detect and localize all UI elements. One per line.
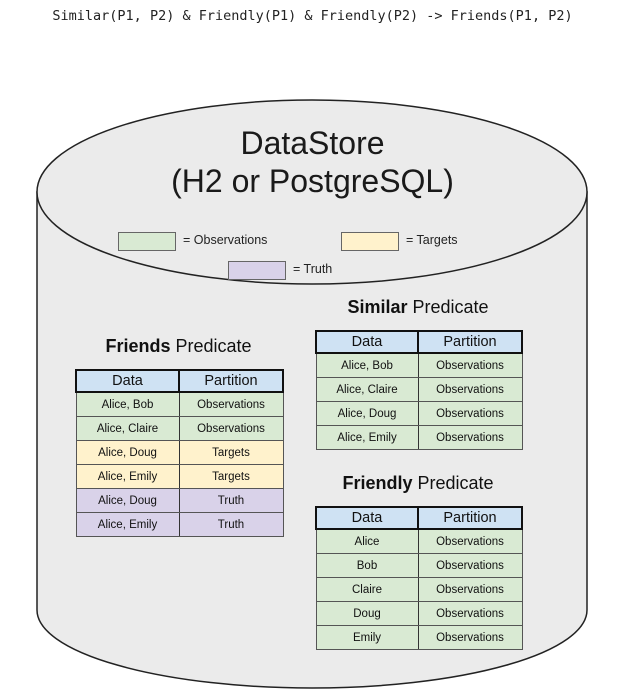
table-header-row: Data Partition [315, 506, 523, 530]
cell-data: Emily [315, 625, 419, 650]
similar-predicate-suffix: Predicate [407, 297, 489, 317]
cell-partition: Observations [417, 528, 523, 554]
friendly-predicate-name: Friendly [342, 473, 413, 493]
friends-predicate-title: Friends Predicate [75, 336, 282, 357]
cell-data: Claire [315, 577, 419, 602]
legend-label-targets: = Targets [406, 233, 458, 247]
column-header-data: Data [75, 369, 180, 393]
cell-data: Alice, Doug [315, 401, 419, 426]
datastore-subtitle: (H2 or PostgreSQL) [171, 163, 454, 199]
friendly-predicate-suffix: Predicate [412, 473, 494, 493]
cell-data: Alice, Emily [75, 512, 180, 537]
similar-predicate-title: Similar Predicate [315, 297, 521, 318]
similar-predicate-name: Similar [347, 297, 408, 317]
column-header-data: Data [315, 506, 419, 530]
cell-partition: Observations [178, 416, 284, 441]
table-header-row: Data Partition [75, 369, 284, 393]
legend-swatch-targets [341, 232, 399, 251]
cell-data: Alice [315, 528, 419, 554]
cell-partition: Observations [417, 401, 523, 426]
cell-data: Alice, Emily [75, 464, 180, 489]
cell-partition: Observations [178, 391, 284, 417]
cell-data: Alice, Emily [315, 425, 419, 450]
rule-text: Similar(P1, P2) & Friendly(P1) & Friendl… [52, 8, 573, 24]
cell-partition: Observations [417, 601, 523, 626]
legend-swatch-observations [118, 232, 176, 251]
cell-partition: Targets [178, 440, 284, 465]
cell-partition: Observations [417, 377, 523, 402]
column-header-partition: Partition [417, 330, 523, 354]
cell-data: Alice, Claire [315, 377, 419, 402]
legend-label-truth: = Truth [293, 262, 333, 276]
cell-data: Alice, Bob [315, 352, 419, 378]
cell-data: Alice, Doug [75, 440, 180, 465]
friendly-predicate-title: Friendly Predicate [315, 473, 521, 494]
cell-data: Bob [315, 553, 419, 578]
cell-data: Alice, Doug [75, 488, 180, 513]
friends-predicate-suffix: Predicate [170, 336, 252, 356]
cell-partition: Truth [178, 488, 284, 513]
column-header-partition: Partition [178, 369, 284, 393]
legend-swatch-truth [228, 261, 286, 280]
column-header-partition: Partition [417, 506, 523, 530]
friends-predicate-name: Friends [105, 336, 171, 356]
cell-partition: Observations [417, 352, 523, 378]
cell-partition: Truth [178, 512, 284, 537]
cell-data: Doug [315, 601, 419, 626]
column-header-data: Data [315, 330, 419, 354]
cell-data: Alice, Claire [75, 416, 180, 441]
cell-partition: Observations [417, 625, 523, 650]
cell-partition: Observations [417, 577, 523, 602]
cell-partition: Observations [417, 425, 523, 450]
cell-partition: Observations [417, 553, 523, 578]
datastore-title: DataStore [240, 125, 385, 161]
cell-data: Alice, Bob [75, 391, 180, 417]
table-header-row: Data Partition [315, 330, 523, 354]
legend-label-observations: = Observations [183, 233, 268, 247]
cell-partition: Targets [178, 464, 284, 489]
